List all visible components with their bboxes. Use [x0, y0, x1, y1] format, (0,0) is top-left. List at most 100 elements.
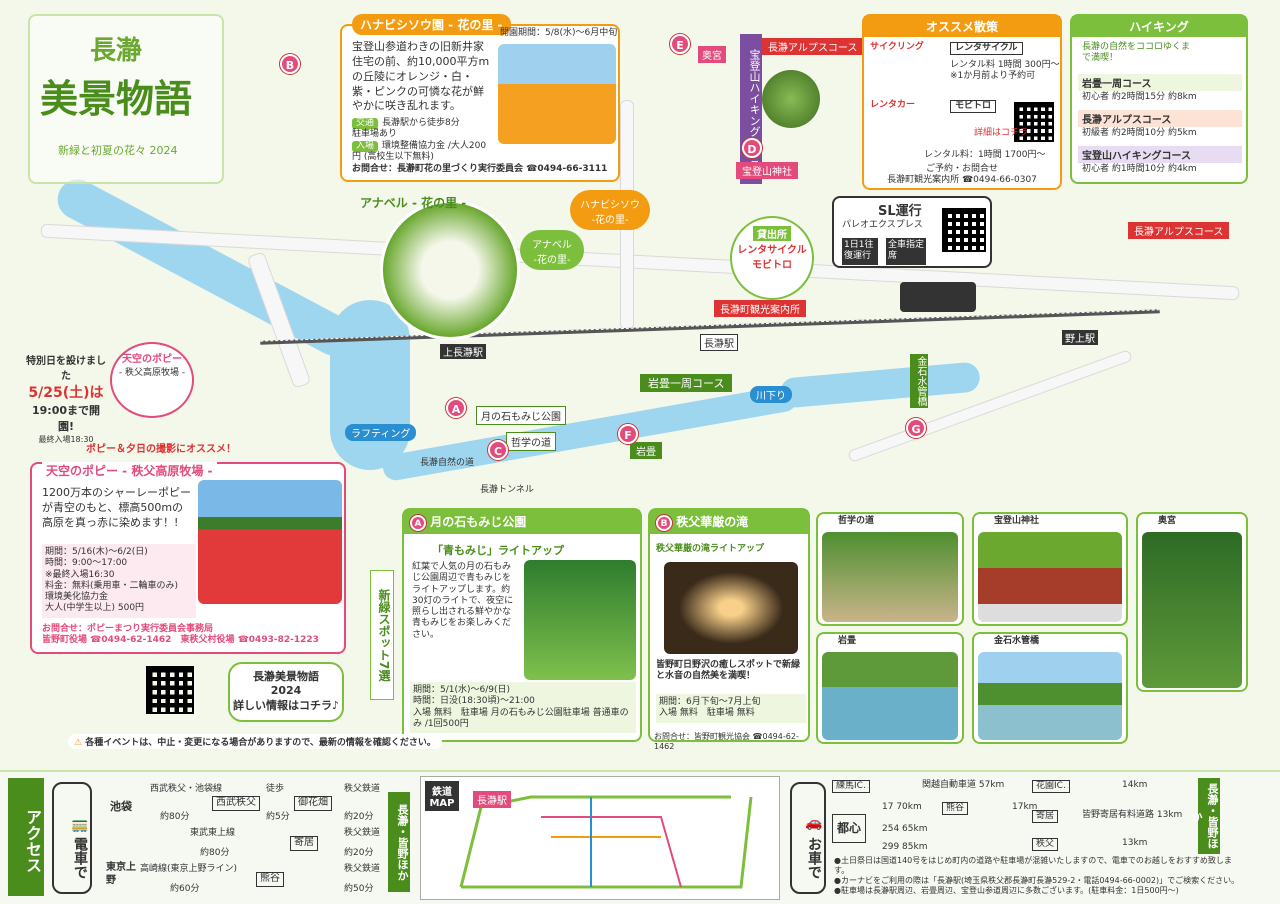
momiji-label: 月の石もみじ公園 [476, 406, 566, 425]
hiking-course-2[interactable]: 宝登山ハイキングコース初心者 約1時間10分 約4km [1078, 146, 1242, 176]
tourist-office-label: 長瀞町観光案内所 [714, 300, 806, 317]
marker-g[interactable]: G [906, 418, 926, 438]
route-tokyo: 東京上野 [106, 862, 136, 886]
rental-station: 貸出所 レンタサイクル モビトロ [730, 216, 814, 300]
recommend-title: オススメ散策 [864, 16, 1060, 37]
car-label: レンタカー [870, 100, 916, 110]
sl-qr[interactable] [942, 208, 986, 252]
marker-f[interactable]: F [618, 424, 638, 444]
spot-b-card: B 秩父華厳の滝 秩父華厳の滝ライトアップ 皆野町日野沢の癒しスポットで新緑と水… [648, 508, 810, 751]
marker-a[interactable]: A [446, 398, 466, 418]
poppy-photo [198, 480, 342, 604]
tetsugaku-label: 哲学の道 [506, 432, 556, 451]
anabel-title: アナベル - 花の里 - [360, 196, 467, 210]
marker-c[interactable]: C [488, 440, 508, 460]
access-title: アクセス [8, 778, 44, 896]
hanabishiso-access: 交通長瀞駅から徒歩8分駐車場あり入場環境整備協力金 /大人200円 (高校生以下… [352, 118, 487, 162]
train-routes: 池袋 東京上野 西武秩父・池袋線 約80分 西武秩父 徒歩 約5分 御花畑 秩父… [106, 784, 381, 894]
anabel-bubble: アナベル-花の里- [520, 230, 584, 270]
station-kaminagatoro[interactable]: 上長瀞駅 [440, 344, 486, 359]
car-detail: 詳細はコチラ [974, 128, 1029, 138]
rafting-label: ラフティング [345, 424, 417, 441]
title-main: 美景物語 [40, 76, 193, 121]
spot-b-head: 秩父華厳の滝ライトアップ [656, 544, 765, 554]
spot-b-info: 期間：6月下旬～7月上旬入場 無料 駐車場 無料 [656, 694, 806, 723]
rail-nagatoro: 長瀞駅 [473, 791, 511, 808]
sl-opt2: 全車指定席 [886, 238, 926, 265]
hiking-course-0[interactable]: 岩畳一周コース初心者 約2時間15分 約8km [1078, 74, 1242, 104]
warning-icon: ⚠ [74, 738, 83, 748]
hanabishiso-photo [498, 44, 616, 144]
sl-panel: SL運行 パレオエクスプレス 1日1往復運行 全車指定席 [832, 196, 992, 268]
spot-b-photo [664, 562, 798, 654]
rail-map: 鉄道MAP 長瀞駅 [420, 776, 780, 900]
hanabishiso-card: ハナビシソウ園 - 花の里 - 宝登山参道わきの旧新井家住宅の前、約10,000… [340, 14, 620, 182]
poppy-title: 天空のポピー - 秩父高原牧場 - [42, 462, 217, 479]
rail-map-title: 鉄道MAP [425, 781, 459, 811]
sl-name: パレオエクスプレス [842, 220, 923, 230]
marker-d[interactable]: D [742, 138, 762, 158]
spot-d-title: 宝登山神社 [994, 516, 1040, 526]
kinseki-label: 金石水管橋 [910, 354, 928, 408]
hiking-course-1[interactable]: 長瀞アルプスコース初級者 約2時間10分 約5km [1078, 110, 1242, 140]
spot-g-photo [978, 652, 1122, 740]
poppy-bubble: 天空のポピー - 秩父高原牧場 - [110, 342, 194, 418]
tunnel-label: 長瀞トンネル [480, 485, 534, 495]
hanabishiso-period: 開園期間：5/8(水)～6月中旬 [500, 28, 618, 38]
iwadatami-label: 岩畳 [630, 442, 662, 459]
car-notes: ●土日祭日は国道140号をはじめ町内の道路や駐車場が混雑いたしますので、電車での… [834, 856, 1240, 895]
poppy-details: 期間：5/16(木)～6/2(日) 時間：9:00～17:00 ※最終入場16:… [42, 544, 196, 618]
kawakudari-label: 川下り [750, 386, 792, 403]
sl-opt1: 1日1往復運行 [842, 238, 878, 265]
poppy-text: 1200万本のシャーレーポピーが青空のもと、標高500mの高原を真っ赤に染めます… [42, 486, 191, 529]
spot-b-caption: 皆野町日野沢の癒しスポットで新緑と水音の自然美を満喫！ [656, 660, 801, 682]
marker-e[interactable]: E [670, 34, 690, 54]
spot-a-head: 「青もみじ」ライトアップ [432, 544, 564, 557]
spot7-label: 新緑スポット7選 [370, 570, 394, 700]
spot-f-card: 岩畳 [816, 632, 964, 744]
spot-d-photo [978, 532, 1122, 622]
station-nagatoro[interactable]: 長瀞駅 [700, 334, 738, 351]
spot-c-title: 哲学の道 [838, 516, 875, 526]
info-qr[interactable] [146, 666, 194, 714]
sl-train-icon [900, 282, 976, 312]
hiking-note: 長瀞の自然をココロゆくまで満喫！ [1082, 42, 1191, 64]
special-hint: ポピー＆夕日の撮影にオススメ！ [86, 444, 236, 455]
recommend-qr[interactable] [1014, 102, 1054, 142]
sl-title: SL運行 [878, 204, 922, 219]
alps-course-label-2: 長瀞アルプスコース [1128, 222, 1230, 239]
spot-f-photo [822, 652, 958, 740]
okumiya-label: 奥宮 [698, 46, 726, 63]
station-nogami[interactable]: 野上駅 [1062, 330, 1098, 345]
train-icon: 🚃 [72, 820, 88, 838]
hiking-title: ハイキング [1072, 16, 1246, 37]
notice: ⚠ 各種イベントは、中止・変更になる場合がありますので、最新の情報を確認ください… [68, 734, 442, 749]
car-shop: モビトロ [950, 100, 997, 114]
car-icon: 🚗 [806, 820, 822, 838]
car-destination: 長瀞・皆野ほか [1190, 778, 1220, 854]
hanabishiso-text: 宝登山参道わきの旧新井家住宅の前、約10,000平方mの丘陵にオレンジ・白・紫・… [352, 40, 490, 113]
marker-b[interactable]: B [280, 54, 300, 74]
spot-b-title: B 秩父華厳の滝 [650, 510, 808, 534]
anabel-photo [380, 200, 520, 340]
hanabishi-bubble: ハナビシソウ-花の里- [570, 190, 650, 230]
poppy-contact: お問合せ：ポピーまつり実行委員会事務局皆野町役場 ☎0494-62-1462 東… [42, 624, 319, 646]
river [330, 300, 410, 470]
train-destination: 長瀞・皆野ほか [388, 792, 410, 892]
spot-c-photo [822, 532, 958, 622]
spot-a-photo [524, 560, 636, 680]
special-day: 特別日を設けました 5/25(土)は 19:00まで開園! 最終入場18:30 [26, 356, 106, 444]
spot-c-card: 哲学の道 [816, 512, 964, 626]
iwadatami-course-label: 岩畳一周コース [640, 374, 733, 392]
spot-g-title: 金石水管橋 [994, 636, 1040, 646]
hodosan-shrine-label: 宝登山神社 [736, 162, 798, 179]
spot-e-card: 奥宮 [1136, 512, 1248, 692]
spot-a-title: A 月の石もみじ公園 [404, 510, 640, 534]
cycling-shop: レンタサイクル [950, 42, 1023, 56]
spot-f-title: 岩畳 [838, 636, 857, 646]
car-fee: レンタル料：1時間 1700円～ [924, 150, 1046, 160]
hodosan-photo [762, 70, 820, 128]
spot-a-card: A 月の石もみじ公園 「青もみじ」ライトアップ 紅葉で人気の月の石もみじ公園周辺… [402, 508, 642, 742]
